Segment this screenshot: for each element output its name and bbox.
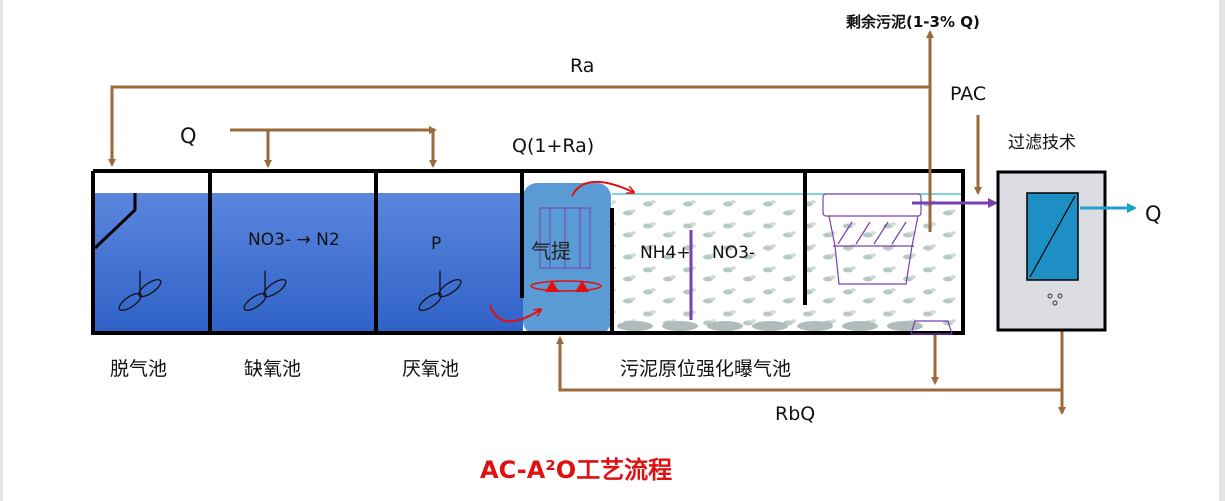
tank-label-anoxic: 缺氧池 — [244, 358, 301, 380]
aerator-icon — [545, 280, 589, 292]
overflow-arrow-icon — [571, 180, 633, 197]
left-border — [0, 0, 3, 501]
aerator-ring — [530, 280, 602, 292]
return-label: RbQ — [775, 403, 815, 425]
right-border — [1219, 0, 1225, 501]
airlift-grid — [539, 207, 591, 269]
pac-label: PAC — [950, 83, 986, 105]
aeration-bubbles — [612, 194, 962, 333]
settler-cone — [822, 193, 953, 335]
mixer-icon — [418, 270, 462, 312]
filter-diagonal — [1029, 195, 1076, 278]
inflow-label: Q — [180, 124, 197, 148]
tank-label-aeration: 污泥原位强化曝气池 — [620, 358, 791, 380]
circulation-arrow-icon — [489, 304, 540, 323]
airlift-label: 气提 — [531, 239, 571, 263]
tank-label-anaerobic: 厌氧池 — [402, 358, 459, 380]
outflow-label: Q — [1145, 202, 1162, 226]
ammonium-label: NH4+ — [640, 243, 691, 263]
recycle-ra-line — [108, 85, 930, 167]
nitrate-label: NO3- — [712, 243, 755, 263]
bottom-diffusers — [617, 321, 923, 331]
excess-sludge-label: 剩余污泥(1-3% Q) — [846, 13, 980, 31]
airlift-chamber — [523, 183, 611, 335]
return-rbq-line — [556, 336, 1062, 392]
mixer-icon — [243, 270, 287, 312]
filter-label: 过滤技术 — [1008, 133, 1076, 153]
mixer-icon — [118, 270, 162, 312]
filter-bubbles-icon — [1047, 293, 1063, 306]
mixed-flow-label: Q(1+Ra) — [512, 135, 594, 157]
recycle-label: Ra — [570, 55, 594, 77]
tank-label-degas: 脱气池 — [110, 358, 167, 380]
anoxic-reaction: NO3- → N2 — [248, 230, 340, 250]
diagram-title: AC-A²O工艺流程 — [480, 456, 672, 484]
anoxic-anaerobic-water — [93, 193, 523, 333]
tank-walls — [91, 169, 965, 335]
anaerobic-reaction: P — [431, 234, 441, 254]
